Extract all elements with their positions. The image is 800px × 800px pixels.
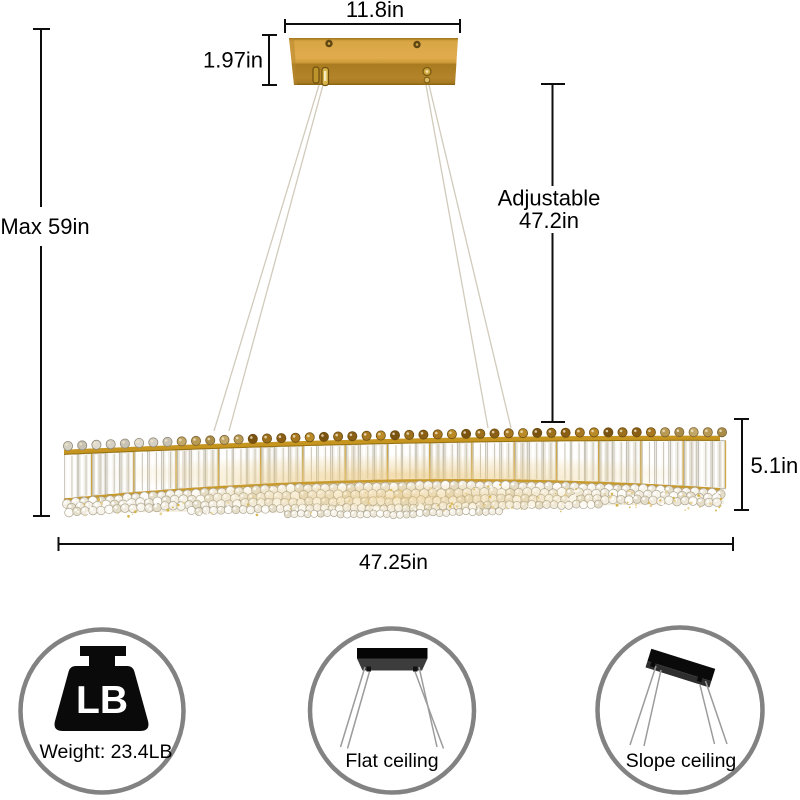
svg-text:LB: LB (76, 679, 128, 722)
svg-text:Adjustable: Adjustable (498, 186, 601, 211)
svg-text:Flat ceiling: Flat ceiling (345, 750, 438, 772)
svg-text:1.97in: 1.97in (203, 48, 263, 73)
svg-text:Max 59in: Max 59in (0, 214, 89, 239)
svg-text:11.8in: 11.8in (346, 0, 404, 22)
svg-text:5.1in: 5.1in (751, 453, 799, 478)
svg-text:47.25in: 47.25in (359, 551, 428, 574)
svg-text:Weight: 23.4LB: Weight: 23.4LB (40, 741, 173, 763)
svg-text:47.2in: 47.2in (519, 208, 579, 233)
svg-text:Slope ceiling: Slope ceiling (626, 750, 737, 772)
